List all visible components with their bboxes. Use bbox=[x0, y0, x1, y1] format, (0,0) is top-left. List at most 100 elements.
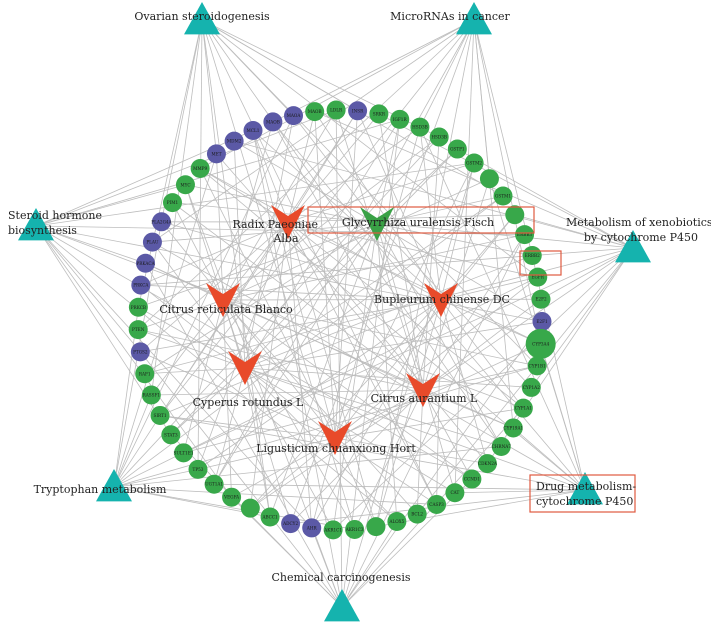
gene-node bbox=[447, 139, 467, 159]
herb-node-bupleurum bbox=[424, 283, 458, 317]
edge-herb-gene bbox=[375, 299, 442, 527]
edge-herb-gene bbox=[378, 113, 424, 391]
edge-herb-gene bbox=[183, 299, 224, 453]
gene-label: MAOB bbox=[308, 109, 322, 114]
edge-herb-gene bbox=[170, 367, 246, 436]
gene-node bbox=[410, 117, 430, 137]
gene-node bbox=[464, 153, 484, 173]
herb-node-layer bbox=[206, 205, 458, 455]
gene-node bbox=[345, 519, 365, 539]
gene-label: CHRNA7 bbox=[492, 444, 512, 449]
edge-herb-gene bbox=[422, 137, 440, 391]
gene-label: AHR bbox=[306, 525, 318, 530]
gene-node bbox=[305, 102, 325, 122]
highlight-box-glycyrrhiza bbox=[307, 206, 535, 234]
gene-node bbox=[260, 507, 280, 527]
gene-label: PIM1 bbox=[167, 200, 179, 205]
gene-label: CAT bbox=[450, 490, 459, 495]
pathway-label-xeno-line1: Metabolism of xenobiotics bbox=[566, 216, 711, 229]
edge-pathway-gene bbox=[454, 489, 586, 494]
edge-herb-gene bbox=[222, 299, 514, 429]
gene-label: MAOA bbox=[287, 113, 302, 118]
edge-pathway-gene bbox=[473, 19, 514, 428]
gene-node bbox=[281, 514, 301, 534]
edge-herb-gene bbox=[160, 415, 336, 439]
gene-node bbox=[206, 144, 226, 164]
gene-label: RASSF1 bbox=[143, 393, 161, 398]
edge-pathway-gene bbox=[138, 329, 586, 491]
edge-pathway-gene bbox=[454, 19, 475, 493]
gene-node bbox=[263, 112, 283, 132]
gene-node bbox=[407, 504, 427, 524]
pathway-node-tryptophan bbox=[96, 469, 132, 502]
edge-herb-gene bbox=[244, 195, 504, 369]
gene-node bbox=[240, 498, 260, 518]
edge-herb-gene bbox=[161, 221, 442, 301]
herb-node-cyperus bbox=[228, 351, 262, 385]
edge-herb-gene bbox=[213, 223, 378, 485]
pathway-label-ovarian: Ovarian steroidogenesis bbox=[134, 10, 270, 23]
gene-node bbox=[390, 109, 410, 129]
gene-node bbox=[224, 131, 244, 151]
gene-label: E2F1 bbox=[536, 319, 548, 324]
edge-pathway-gene bbox=[272, 121, 586, 491]
edge-herb-gene bbox=[197, 221, 289, 470]
edge-herb-gene bbox=[293, 115, 378, 225]
gene-node bbox=[366, 517, 386, 537]
gene-node bbox=[136, 253, 156, 273]
pathway-node-drug bbox=[567, 472, 603, 505]
edge-pathway-gene bbox=[172, 202, 634, 249]
herb-node-citrus_aur bbox=[406, 373, 440, 407]
gene-node bbox=[151, 212, 171, 232]
edge-herb-gene bbox=[144, 367, 246, 375]
gene-node bbox=[531, 289, 551, 309]
gene-node bbox=[128, 297, 148, 317]
gene-label: MDM2 bbox=[227, 139, 242, 144]
gene-label: MMP9 bbox=[193, 166, 207, 171]
edge-herb-gene bbox=[376, 223, 502, 447]
edge-pathway-gene bbox=[201, 19, 538, 278]
herb-node-radix bbox=[271, 205, 305, 239]
edge-herb-gene bbox=[244, 148, 458, 369]
edge-herb-gene bbox=[311, 299, 442, 529]
edge-herb-gene bbox=[440, 162, 475, 301]
gene-node bbox=[527, 356, 547, 376]
gene-node bbox=[477, 454, 497, 474]
gene-node bbox=[503, 418, 523, 438]
edge-herb-gene bbox=[440, 299, 541, 345]
edge-herb-gene bbox=[334, 127, 421, 439]
edge-pathway-gene bbox=[183, 247, 634, 454]
herb-label-radix: Radix Paeoniae Alba bbox=[232, 218, 321, 245]
edge-pathway-gene bbox=[137, 19, 475, 330]
edge-herb-gene bbox=[185, 184, 246, 369]
highlight-box-cyp3a4 bbox=[519, 250, 562, 276]
gene-label: ADCY2 bbox=[282, 521, 298, 526]
edge-herb-gene bbox=[335, 109, 424, 391]
edge-pathway-gene bbox=[113, 468, 199, 488]
gene-label: CYP3A4 bbox=[532, 341, 549, 346]
gene-node bbox=[528, 267, 548, 287]
gene-node bbox=[513, 398, 533, 418]
edge-herb-gene bbox=[222, 299, 473, 480]
herb-node-citrus_ret bbox=[206, 283, 240, 317]
gene-label: HSD3B bbox=[412, 125, 428, 130]
gene-label: EGFR bbox=[532, 275, 545, 280]
gene-label: CYP19A1 bbox=[503, 425, 523, 430]
gene-node bbox=[387, 512, 407, 532]
edge-herb-gene bbox=[287, 110, 358, 223]
edge-herb-gene bbox=[252, 130, 336, 439]
edge-herb-gene bbox=[354, 389, 424, 530]
edge-herb-gene bbox=[287, 111, 316, 223]
edge-herb-gene bbox=[233, 141, 246, 369]
pathway-node-steroid bbox=[18, 208, 54, 241]
edge-pathway-gene bbox=[113, 115, 294, 488]
edge-herb-gene bbox=[138, 223, 378, 308]
gene-label: MYC bbox=[180, 182, 190, 187]
edge-herb-gene bbox=[244, 115, 294, 369]
gene-label: SRKR bbox=[373, 111, 386, 116]
edge-herb-gene bbox=[138, 329, 424, 391]
gene-label: CYP1A1 bbox=[515, 406, 532, 411]
gene-label: GSTM2 bbox=[466, 160, 482, 165]
gene-node bbox=[505, 205, 525, 225]
gene-node bbox=[243, 120, 263, 140]
